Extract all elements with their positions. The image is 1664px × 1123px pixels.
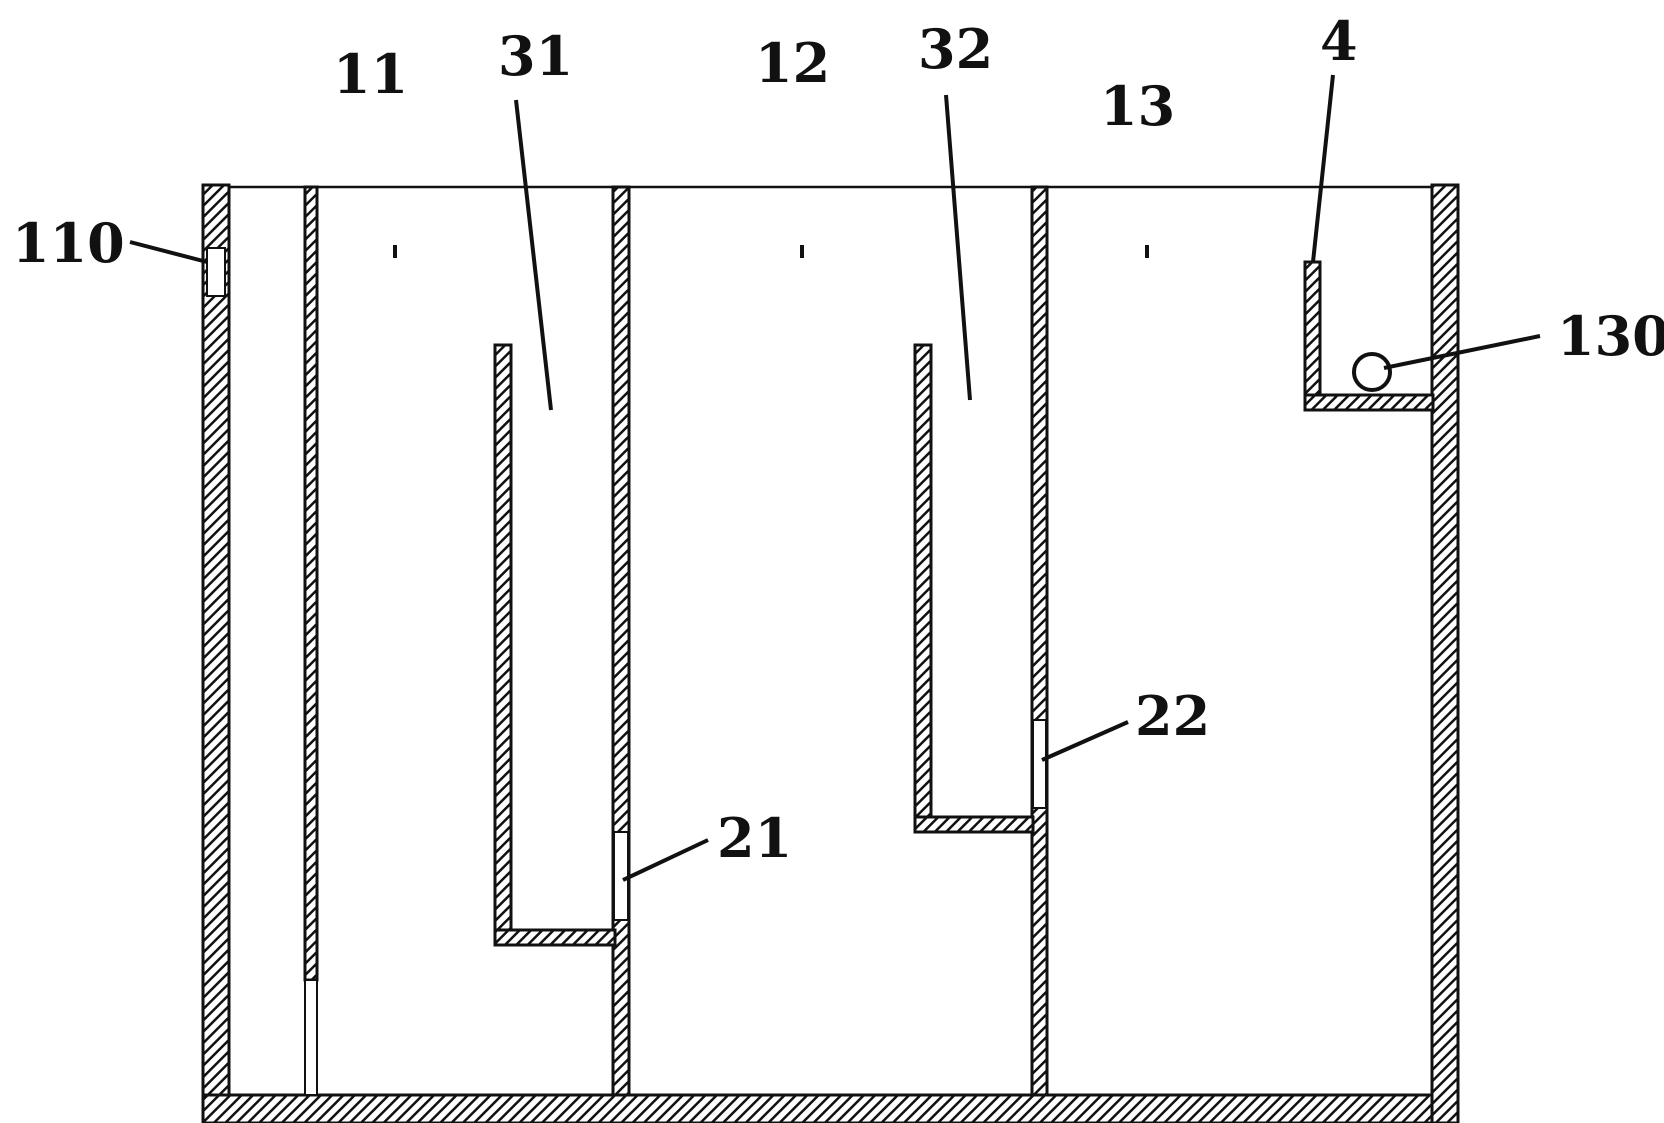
- divider-wall-1: [611, 185, 631, 1097]
- label-4: 4: [1320, 9, 1358, 73]
- label-11: 11: [333, 42, 408, 106]
- label-22: 22: [1135, 684, 1210, 748]
- label-110: 110: [12, 211, 125, 275]
- bottom-wall: [201, 1093, 1460, 1123]
- baffle-31-horizontal: [493, 928, 617, 947]
- opening-22: [1032, 719, 1047, 809]
- leader-110: [129, 240, 208, 264]
- label-12: 12: [755, 31, 830, 95]
- right-outer-wall: [1430, 183, 1460, 1123]
- label-13: 13: [1100, 74, 1175, 138]
- label-21: 21: [717, 806, 792, 870]
- marker-32: [944, 94, 972, 401]
- divider-wall-2: [1030, 185, 1049, 1097]
- baffle-32-vertical: [913, 343, 933, 834]
- baffle-32-horizontal: [913, 815, 1035, 834]
- left-outer-wall: [201, 183, 231, 1123]
- marker-31: [514, 99, 553, 411]
- label-32: 32: [918, 17, 993, 81]
- part-4-vertical: [1303, 260, 1322, 410]
- baffle-31-vertical: [493, 343, 513, 947]
- outlet-130-circle: [1352, 352, 1392, 392]
- leader-22: [1041, 720, 1129, 762]
- label-31: 31: [498, 24, 573, 88]
- inner-partition: [303, 185, 319, 982]
- label-130: 130: [1557, 304, 1664, 368]
- part-4-horizontal: [1303, 393, 1435, 412]
- marker-4: [1311, 74, 1335, 263]
- inner-partition-gap: [304, 979, 318, 1096]
- inlet-port-110: [206, 247, 226, 297]
- leader-130: [1383, 334, 1541, 370]
- opening-21: [613, 831, 629, 921]
- leader-21: [622, 838, 709, 882]
